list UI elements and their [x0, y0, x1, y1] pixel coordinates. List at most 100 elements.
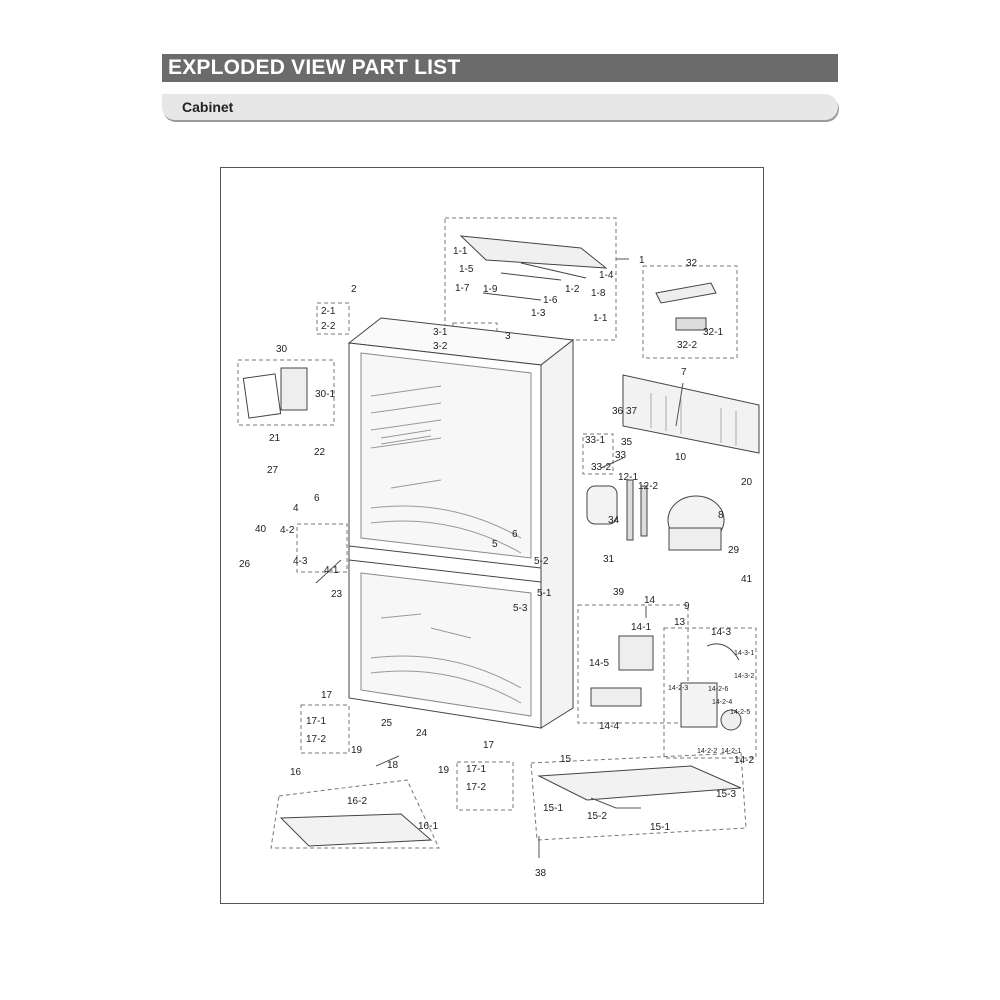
- callout-label: 25: [381, 718, 393, 729]
- section-tab[interactable]: Cabinet: [162, 94, 838, 120]
- part-14-1: [618, 635, 654, 671]
- callout-label: 14-2-2: [697, 748, 717, 755]
- part-12-1: [626, 479, 634, 541]
- callout-label: 9: [684, 601, 690, 612]
- callout-label: 15: [560, 754, 572, 765]
- callout-label: 16-2: [347, 796, 367, 807]
- group-14-box: [577, 604, 689, 724]
- group-17a-box: [300, 704, 350, 754]
- callout-label: 14-3-2: [734, 673, 754, 680]
- callout-label: 14-2-3: [668, 685, 688, 692]
- callout-label: 10: [675, 452, 687, 463]
- callout-label: 2-1: [321, 306, 336, 317]
- callout-label: 12-2: [638, 481, 658, 492]
- callout-label: 18: [387, 760, 399, 771]
- callout-label: 23: [331, 589, 343, 600]
- callout-label: 3: [505, 331, 511, 342]
- diagram-canvas: 11-11-51-41-81-91-21-71-61-31-13232-132-…: [237, 217, 760, 879]
- callout-label: 1-5: [459, 264, 474, 275]
- part-12-2: [640, 485, 648, 537]
- callout-label: 19: [351, 745, 363, 756]
- callout-label: 1-4: [599, 270, 614, 281]
- callout-label: 22: [314, 447, 326, 458]
- callout-label: 32-1: [703, 327, 723, 338]
- callout-label: 1-7: [455, 283, 470, 294]
- callout-label: 17: [321, 690, 333, 701]
- callout-label: 14-2-1: [721, 748, 741, 755]
- callout-label: 14-2-5: [730, 709, 750, 716]
- callout-label: 15-1: [543, 803, 563, 814]
- callout-label: 14-5: [589, 658, 609, 669]
- callout-label: 6: [314, 493, 320, 504]
- callout-label: 34: [608, 515, 620, 526]
- callout-label: 30-1: [315, 389, 335, 400]
- callout-label: 15-2: [587, 811, 607, 822]
- callout-label: 14-1: [631, 622, 651, 633]
- group-4-box: [296, 523, 348, 573]
- callout-label: 17-1: [306, 716, 326, 727]
- callout-label: 19: [438, 765, 450, 776]
- part-14-3-1: [706, 643, 740, 661]
- callout-label: 29: [728, 545, 740, 556]
- callout-label: 5-2: [534, 556, 549, 567]
- callout-label: 32-2: [677, 340, 697, 351]
- part-30-1: [280, 367, 308, 411]
- part-14-2-housing: [680, 682, 718, 728]
- callout-label: 33-2: [591, 462, 611, 473]
- part-32-1: [675, 317, 707, 331]
- callout-label: 17-1: [466, 764, 486, 775]
- section-label: Cabinet: [182, 99, 234, 115]
- callout-label: 40: [255, 524, 267, 535]
- callout-label: 16: [290, 767, 302, 778]
- callout-label: 1: [639, 255, 645, 266]
- callout-label: 4-1: [324, 565, 339, 576]
- callout-label: 32: [686, 258, 698, 269]
- group-15-box: [530, 752, 747, 841]
- callout-label: 5: [492, 539, 498, 550]
- group-1-box: [444, 217, 617, 341]
- part-8-compressor: [667, 495, 725, 551]
- callout-label: 1-9: [483, 284, 498, 295]
- callout-label: 1-3: [531, 308, 546, 319]
- callout-label: 14-2: [734, 755, 754, 766]
- callout-label: 16-1: [418, 821, 438, 832]
- callout-label: 2: [351, 284, 357, 295]
- callout-label: 35: [621, 437, 633, 448]
- callout-label: 4-3: [293, 556, 308, 567]
- callout-label: 6: [512, 529, 518, 540]
- callout-label: 20: [741, 477, 753, 488]
- group-30-box: [237, 359, 335, 426]
- callout-label: 4-2: [280, 525, 295, 536]
- part-32: [655, 282, 717, 304]
- callout-label: 17-2: [306, 734, 326, 745]
- cabinet-body: [347, 317, 575, 729]
- callout-label: 14: [644, 595, 656, 606]
- callout-label: 21: [269, 433, 281, 444]
- callout-label: 4: [293, 503, 299, 514]
- callout-label: 27: [267, 465, 279, 476]
- group-2-box: [316, 302, 350, 335]
- part-1-cover: [459, 235, 608, 301]
- callout-label: 24: [416, 728, 428, 739]
- page-title: EXPLODED VIEW PART LIST: [168, 56, 461, 79]
- part-15-base: [537, 765, 742, 801]
- callout-label: 31: [603, 554, 615, 565]
- callout-label: 17: [483, 740, 495, 751]
- callout-label: 41: [741, 574, 753, 585]
- group-32-box: [642, 265, 738, 359]
- callout-label: 14-2-4: [712, 699, 732, 706]
- callout-label: 1-2: [565, 284, 580, 295]
- part-34: [586, 485, 618, 525]
- part-7-grille: [650, 393, 737, 446]
- callout-label: 1-8: [591, 288, 606, 299]
- part-16-base: [279, 813, 433, 847]
- callout-label: 26: [239, 559, 251, 570]
- callout-label: 30: [276, 344, 288, 355]
- callout-label: 3-2: [433, 341, 448, 352]
- callout-label: 1-6: [543, 295, 558, 306]
- callout-label: 12-1: [618, 472, 638, 483]
- callout-label: 17-2: [466, 782, 486, 793]
- callout-label: 1-1: [593, 313, 608, 324]
